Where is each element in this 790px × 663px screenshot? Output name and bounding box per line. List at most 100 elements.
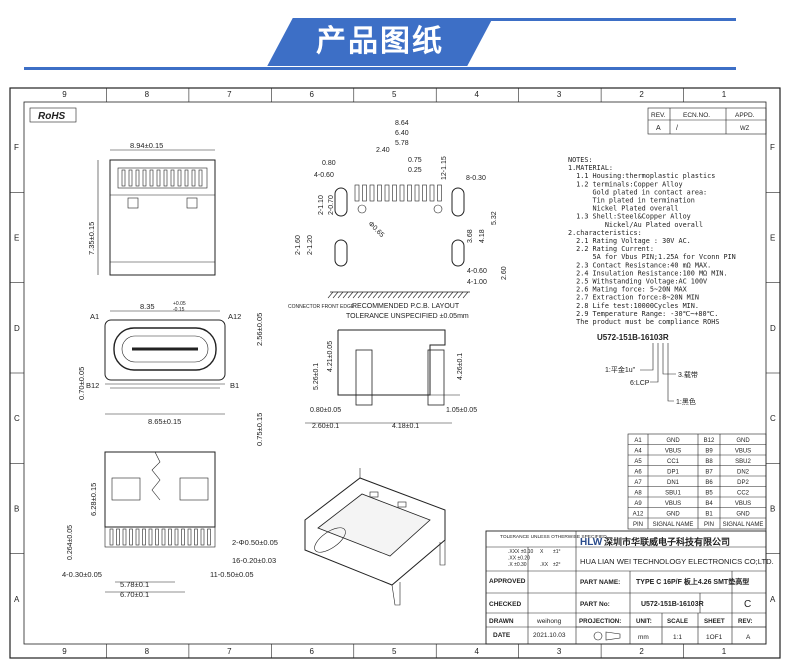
sheet-value: 1OF1 — [706, 634, 723, 641]
note-line: 2.7 Extraction force:8~20N MIN — [568, 294, 699, 302]
dim-front-total: 8.65±0.15 — [148, 417, 181, 426]
tolerance-angle-value: ±1° — [553, 549, 561, 555]
checked-label: CHECKED — [489, 601, 521, 608]
grid-col-label: 4 — [474, 90, 479, 99]
grid-row-label: E — [770, 234, 775, 243]
notes: NOTES:1.MATERIAL: 1.1 Housing:thermoplas… — [568, 156, 736, 326]
pin-table-cell: B12 — [704, 438, 715, 444]
dim-front-tol-plus: +0.05 — [173, 301, 186, 307]
dim-front-offset: 0.70±0.05 — [77, 367, 86, 400]
pcb-dim-4-060: 4-0.60 — [314, 172, 334, 179]
pcb-dim-4-060b: 4-0.60 — [467, 268, 487, 275]
pcb-dim-418: 4.18 — [479, 229, 486, 243]
grid-row-label: C — [770, 414, 776, 423]
pin-table-cell: CC2 — [737, 491, 750, 497]
grid-col-label: 7 — [227, 647, 232, 656]
label-b1: B1 — [230, 381, 239, 390]
note-line: 5A for Vbus PIN;1.25A for Vconn PIN — [568, 253, 736, 261]
pcb-dim-532: 5.32 — [491, 211, 498, 225]
pin-table-cell: SBU1 — [665, 491, 681, 497]
pin-table-cell: A4 — [634, 449, 642, 455]
pcb-dim-12-115: 12-1.15 — [441, 156, 448, 180]
grid-col-label: 3 — [557, 90, 562, 99]
dim-bottom-pins: 16-0.20±0.03 — [232, 556, 276, 565]
pin-table-cell: GND — [666, 512, 680, 518]
pin-table-cell: B8 — [705, 459, 713, 465]
note-line: 1.MATERIAL: — [568, 164, 613, 172]
tolerance-value: .X ±0.30 — [508, 562, 527, 568]
appd-header: APPD. — [735, 112, 755, 119]
pcb-dim-864: 8.64 — [395, 120, 409, 127]
pin-table-cell: GND — [666, 438, 680, 444]
ecn-value: / — [676, 125, 678, 132]
drawn-label: DRAWN — [489, 618, 514, 625]
top-view: 8.94±0.15 7.35±0.15 — [87, 141, 216, 276]
banner-line-right — [478, 18, 736, 21]
grid-col-label: 1 — [722, 647, 727, 656]
grid-row-label: F — [770, 143, 775, 152]
pcb-dim-2-120: 2-1.20 — [307, 235, 314, 255]
unit-label: UNIT: — [636, 618, 652, 625]
pcb-dim-4-100: 4-1.00 — [467, 279, 487, 286]
note-line: 2.9 Temperature Range: -30℃~+80℃. — [568, 310, 718, 318]
pin-table-cell: DN1 — [667, 480, 680, 486]
part-code-breakdown: U572-151B-16103R 1:平金1u" 3.载带 6:LCP 1:黑色 — [597, 333, 698, 406]
dim-bottom-578: 5.78±0.1 — [120, 580, 149, 589]
pin-table-cell: GND — [736, 512, 750, 518]
side-dim-260: 2.60±0.1 — [312, 423, 339, 430]
pcb-dim-075: 0.75 — [408, 157, 422, 164]
pcb-dim-025: 0.25 — [408, 167, 422, 174]
grid-row-label: A — [14, 595, 20, 604]
scale-value: 1:1 — [673, 634, 682, 641]
pcb-dim-2-070: 2-0.70 — [328, 195, 335, 215]
grid-row-label: F — [14, 143, 19, 152]
pin-table-cell: VBUS — [735, 449, 751, 455]
rohs-text: RoHS — [38, 111, 66, 122]
note-line: 2.8 Life test:10000Cycles MIN. — [568, 302, 699, 310]
part-code: U572-151B-16103R — [597, 333, 669, 342]
pin-table-header: SIGNAL NAME — [723, 522, 764, 528]
dim-front-bottom: 0.75±0.15 — [255, 413, 264, 446]
unit-value: mm — [638, 634, 649, 641]
dim-front-tol-minus: -0.15 — [173, 307, 185, 313]
label-b12: B12 — [86, 381, 99, 390]
company-name-cn: 深圳市华联威电子科技有限公司 — [604, 536, 730, 547]
bottom-view: 6.28±0.15 0.264±0.05 2-Φ0.50±0.05 16-0.2… — [62, 451, 278, 599]
pcb-dim-2-160: 2-1.60 — [295, 235, 302, 255]
pin-table-cell: A5 — [634, 459, 642, 465]
grid-col-label: 8 — [145, 90, 150, 99]
label-a12: A12 — [228, 312, 241, 321]
rev-value: A — [656, 125, 661, 132]
pcb-front-edge: CONNECTOR FRONT EDGE — [288, 304, 355, 310]
rev-header: REV. — [651, 112, 666, 119]
grid-col-label: 1 — [722, 90, 727, 99]
date-label: DATE — [493, 632, 511, 639]
dim-front-height: 2.56±0.05 — [255, 313, 264, 346]
pin-table-cell: B7 — [705, 470, 713, 476]
side-dim-080: 0.80±0.05 — [310, 407, 341, 414]
grid-row-label: D — [14, 324, 20, 333]
pin-table-cell: B6 — [705, 480, 713, 486]
approved-label: APPROVED — [489, 578, 526, 585]
tolerance-angle-key: .XX — [540, 562, 549, 568]
part-name-value: TYPE C 16P/F 板上4.26 SMT垫高型 — [636, 577, 749, 586]
pin-table-cell: CC1 — [667, 459, 680, 465]
pin-table-cell: A7 — [634, 480, 642, 486]
pin-table-header: SIGNAL NAME — [653, 522, 694, 528]
pin-table-cell: SBU2 — [735, 459, 751, 465]
side-dim-421: 4.21±0.05 — [327, 341, 334, 372]
note-line: 2.4 Insulation Resistance:100 MΩ MIN. — [568, 269, 728, 277]
pin-table-cell: VBUS — [665, 449, 681, 455]
part-no-value: U572-151B-16103R — [641, 601, 704, 608]
dim-bottom-height: 6.28±0.15 — [89, 483, 98, 516]
tolerance-angle-value: ±2° — [553, 562, 561, 568]
grid-col-label: 9 — [62, 90, 67, 99]
note-line: Nickel Plated overall — [568, 205, 679, 213]
pcb-tolerance: TOLERANCE UNSPECIFIED ±0.05mm — [346, 313, 469, 320]
pcb-dim-2-110: 2-1.10 — [318, 195, 325, 215]
pin-table-cell: DP2 — [737, 480, 749, 486]
revision-table: REV. ECN.NO. APPD. A / WZ — [647, 107, 767, 135]
pin-table-header: PIN — [633, 522, 643, 528]
pcb-dim-640: 6.40 — [395, 130, 409, 137]
